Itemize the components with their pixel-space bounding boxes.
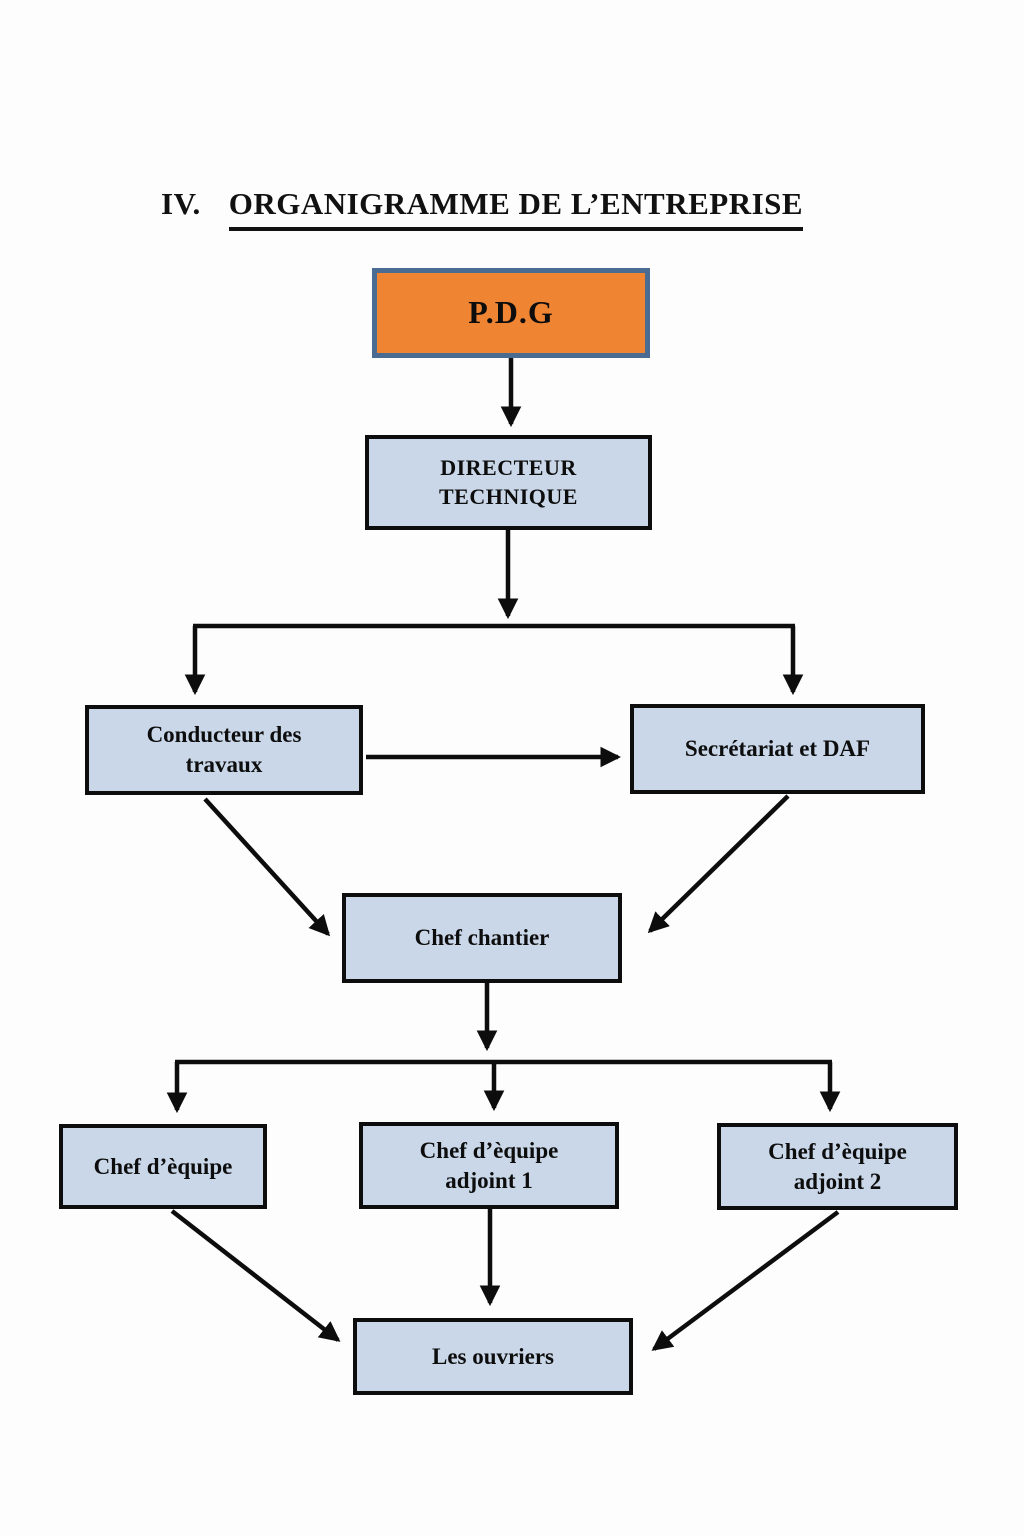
node-conducteur-travaux: Conducteur des travaux xyxy=(85,705,363,795)
node-chef-equipe-adjoint-2: Chef d’èquipe adjoint 2 xyxy=(717,1123,958,1210)
node-chef-equipe-adjoint-1: Chef d’èquipe adjoint 1 xyxy=(359,1122,619,1209)
edge-conducteur-chefchantier xyxy=(203,797,331,937)
node-chef-chantier: Chef chantier xyxy=(342,893,622,983)
title-numeral: IV. xyxy=(161,186,201,221)
edge-adjoint2-ouvriers xyxy=(651,1210,840,1351)
node-secretariat-daf: Secrétariat et DAF xyxy=(630,704,925,794)
node-les-ouvriers: Les ouvriers xyxy=(353,1318,633,1395)
node-directeur-technique: DIRECTEUR TECHNIQUE xyxy=(365,435,652,530)
page-title: IV. ORGANIGRAMME DE L’ENTREPRISE xyxy=(161,186,804,231)
node-pdg: P.D.G xyxy=(372,268,650,358)
edge-chefequipe-ouvriers xyxy=(170,1209,341,1342)
edge-secretariat-chefchantier xyxy=(647,794,790,934)
title-text: ORGANIGRAMME DE L’ENTREPRISE xyxy=(228,186,804,231)
node-chef-equipe: Chef d’èquipe xyxy=(59,1124,267,1209)
